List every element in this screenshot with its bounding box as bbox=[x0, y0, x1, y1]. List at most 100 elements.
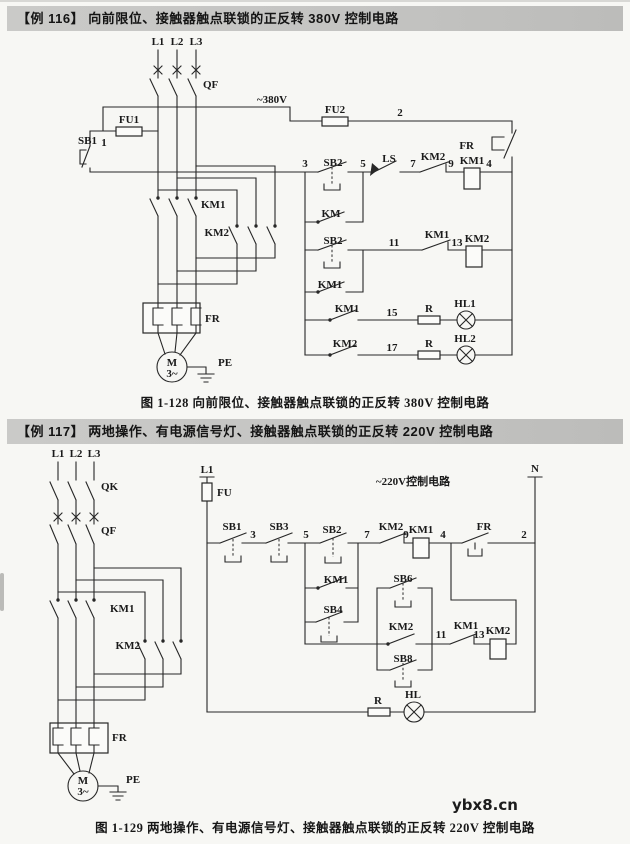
label-sb8-start: SB8 bbox=[394, 653, 413, 665]
label-km1-interlock: KM1 bbox=[454, 620, 478, 632]
circuit1-control-section bbox=[79, 106, 517, 365]
resistor-r2 bbox=[417, 350, 441, 360]
label-wire3: 3 bbox=[302, 158, 308, 170]
label-sb6-start: SB6 bbox=[394, 573, 413, 585]
label-l1-control: L1 bbox=[201, 464, 214, 476]
lamp-hl2 bbox=[456, 345, 476, 365]
circuit1-power-section bbox=[142, 49, 277, 383]
label-km2-coil: KM2 bbox=[486, 625, 511, 637]
limit-switch-wedge bbox=[370, 163, 379, 176]
label-wire5: 5 bbox=[360, 158, 366, 170]
label-km-holding: KM bbox=[322, 208, 342, 220]
circuit2-power-section bbox=[49, 461, 183, 802]
figure-1-128-caption: 图 1-128 向前限位、接触器触点联锁的正反转 380V 控制电路 bbox=[140, 396, 490, 410]
example-116-header: 【例 116】 向前限位、接触器触点联锁的正反转 380V 控制电路 bbox=[7, 6, 623, 31]
label-r2-resistor: R bbox=[425, 338, 434, 350]
label-km2-main: KM2 bbox=[116, 640, 141, 652]
label-fu-fuse: FU bbox=[217, 487, 232, 499]
fuse-fu1 bbox=[115, 126, 143, 137]
label-supply-voltage: ~380V bbox=[257, 94, 287, 106]
km2-coil-symbol bbox=[489, 638, 507, 660]
label-hl2-lamp: HL2 bbox=[454, 333, 476, 345]
label-wire7: 7 bbox=[410, 158, 416, 170]
label-motor-m: M bbox=[167, 357, 178, 369]
label-wire17: 17 bbox=[387, 342, 399, 354]
label-km2-lamp-contact: KM2 bbox=[333, 338, 358, 350]
label-supply-voltage: ~220V控制电路 bbox=[376, 474, 451, 488]
label-wire13: 13 bbox=[474, 629, 486, 641]
label-fr-contact: FR bbox=[459, 140, 475, 152]
label-qf-breaker: QF bbox=[101, 525, 117, 537]
scan-artifact-top bbox=[0, 0, 630, 2]
label-pe-ground: PE bbox=[218, 357, 232, 369]
label-qk-switch: QK bbox=[101, 481, 119, 493]
fuse-fu2 bbox=[321, 116, 349, 127]
label-wire9: 9 bbox=[403, 529, 409, 541]
label-wire11: 11 bbox=[436, 629, 446, 641]
label-wire7: 7 bbox=[364, 529, 370, 541]
label-sb1-stop: SB1 bbox=[78, 135, 97, 147]
label-motor-3ph: 3~ bbox=[166, 368, 178, 380]
label-sb2-rev: SB2 bbox=[324, 235, 343, 247]
resistor-r bbox=[367, 707, 391, 717]
label-km1-main: KM1 bbox=[110, 603, 134, 615]
label-wire1: 1 bbox=[101, 137, 107, 149]
lamp-hl1 bbox=[456, 310, 476, 330]
label-l2: L2 bbox=[171, 36, 184, 48]
label-sb2-start: SB2 bbox=[323, 524, 342, 536]
label-fr-heater: FR bbox=[112, 732, 128, 744]
figure-1-129-caption: 图 1-129 两地操作、有电源信号灯、接触器触点联锁的正反转 220V 控制电… bbox=[95, 821, 535, 835]
label-km1-holding: KM1 bbox=[318, 279, 342, 291]
label-wire15: 15 bbox=[387, 307, 399, 319]
example-117-header: 【例 117】 两地操作、有电源信号灯、接触器触点联锁的正反转 220V 控制电… bbox=[7, 419, 623, 444]
label-l1: L1 bbox=[152, 36, 165, 48]
resistor-r1 bbox=[417, 315, 441, 325]
label-wire3: 3 bbox=[250, 529, 256, 541]
label-wire5: 5 bbox=[303, 529, 309, 541]
label-n-neutral: N bbox=[531, 463, 539, 475]
label-l1: L1 bbox=[52, 448, 65, 460]
breaker-x-marks bbox=[153, 65, 201, 75]
label-km2-holding: KM2 bbox=[389, 621, 414, 633]
label-fu2-fuse: FU2 bbox=[325, 104, 346, 116]
label-fr-heater: FR bbox=[205, 313, 221, 325]
fr-contact-symbol bbox=[467, 542, 483, 557]
label-wire4: 4 bbox=[440, 529, 446, 541]
label-km1-lamp-contact: KM1 bbox=[335, 303, 359, 315]
breaker-x-marks bbox=[53, 512, 99, 522]
circuit2-control-section bbox=[199, 476, 543, 723]
label-l3: L3 bbox=[190, 36, 203, 48]
label-qf-breaker: QF bbox=[203, 79, 219, 91]
label-km2-main: KM2 bbox=[205, 227, 230, 239]
label-l3: L3 bbox=[88, 448, 101, 460]
fuse-fu bbox=[201, 482, 213, 502]
label-fu1-fuse: FU1 bbox=[119, 114, 139, 126]
label-wire2: 2 bbox=[397, 107, 403, 119]
km2-coil-symbol bbox=[465, 245, 483, 268]
pe-ground-symbol bbox=[97, 785, 127, 801]
label-km2-coil: KM2 bbox=[465, 233, 490, 245]
lamp-hl bbox=[403, 701, 425, 723]
label-km2-interlock: KM2 bbox=[421, 151, 446, 163]
label-l2: L2 bbox=[70, 448, 83, 460]
label-motor-3ph: 3~ bbox=[77, 786, 89, 798]
km1-coil-symbol bbox=[463, 167, 481, 190]
label-km2-interlock: KM2 bbox=[379, 521, 404, 533]
scan-artifact-edge bbox=[0, 573, 4, 611]
label-km1-coil: KM1 bbox=[460, 155, 484, 167]
label-wire2: 2 bbox=[521, 529, 527, 541]
label-km1-coil: KM1 bbox=[409, 524, 433, 536]
label-hl1-lamp: HL1 bbox=[454, 298, 475, 310]
label-r1-resistor: R bbox=[425, 303, 434, 315]
label-wire4: 4 bbox=[486, 158, 492, 170]
label-ls-limit: LS bbox=[382, 153, 395, 165]
label-sb2-fwd: SB2 bbox=[324, 157, 343, 169]
label-wire9: 9 bbox=[448, 158, 454, 170]
label-r-resistor: R bbox=[374, 695, 383, 707]
label-fr-contact: FR bbox=[477, 521, 493, 533]
